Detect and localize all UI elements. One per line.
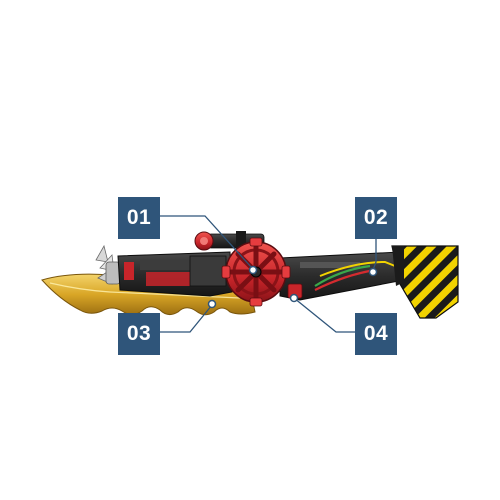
leader-endpoints xyxy=(207,265,378,309)
leader-dot-02 xyxy=(368,267,378,277)
leader-line-03 xyxy=(160,304,213,333)
leader-lines xyxy=(160,215,377,333)
callout-02: 02 xyxy=(355,197,397,239)
leader-dot-03 xyxy=(207,299,217,309)
callout-04: 04 xyxy=(355,313,397,355)
callout-01: 01 xyxy=(118,197,160,239)
leader-line-02 xyxy=(372,239,377,271)
leader-line-01 xyxy=(160,215,253,269)
callout-03: 03 xyxy=(118,313,160,355)
leader-dot-04 xyxy=(289,293,299,303)
weapon-image xyxy=(41,231,459,319)
spike-icon xyxy=(95,244,121,285)
leader-line-04 xyxy=(293,297,355,333)
leader-dot-01 xyxy=(248,265,258,275)
